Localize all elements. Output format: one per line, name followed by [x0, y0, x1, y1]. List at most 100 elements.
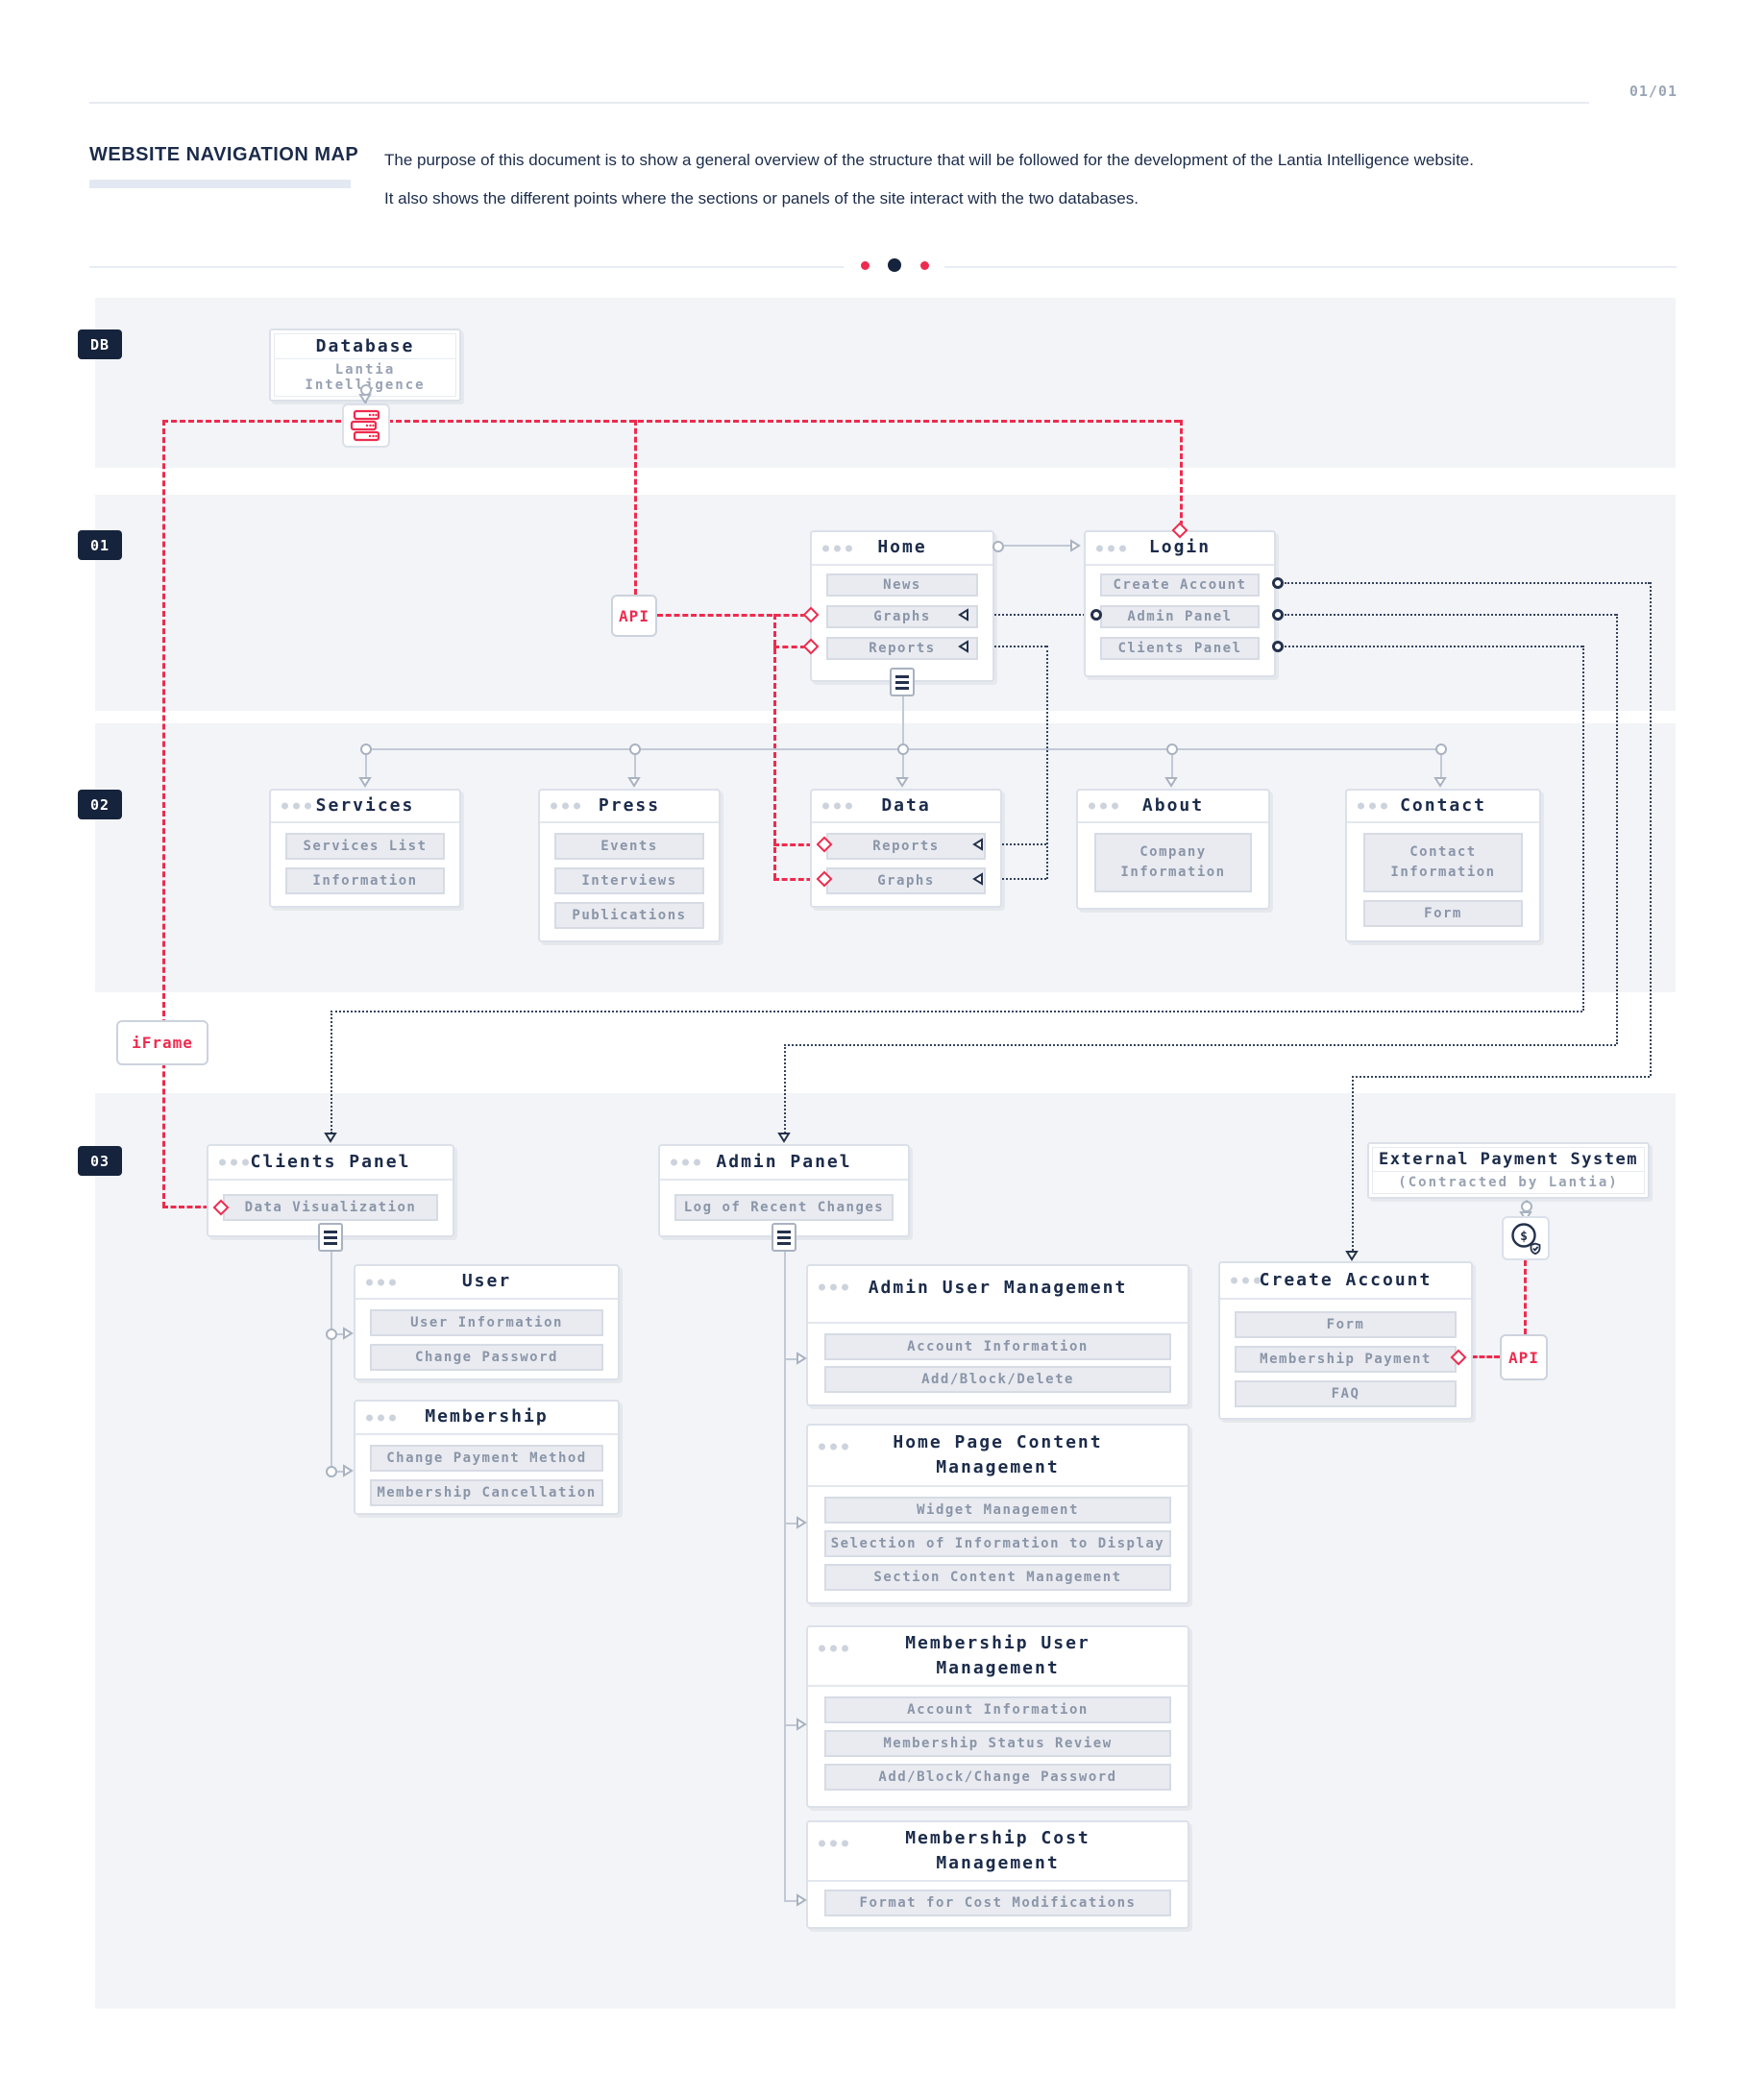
create-account-item-faq: FAQ — [1235, 1380, 1457, 1407]
iframe-dataviz-elbow — [162, 1206, 217, 1208]
createaccount-route-arrow — [1345, 1251, 1359, 1261]
login-title: Login — [1148, 537, 1212, 558]
contact-item-form: Form — [1363, 900, 1523, 927]
window-dots-icon — [671, 1158, 700, 1166]
db-api-tag-vertical — [634, 420, 637, 595]
admin-user-mgmt-panel: Admin User Management Account Informatio… — [806, 1264, 1189, 1406]
window-dots-icon — [366, 1279, 396, 1285]
services-item-list: Services List — [285, 833, 445, 860]
home-menu-icon — [890, 668, 915, 696]
membership-user-mgmt-header: Membership User Management — [808, 1627, 1188, 1687]
membership-user-branch-arrow — [796, 1718, 807, 1731]
data-drop — [902, 748, 904, 781]
page-description-line2: It also shows the different points where… — [384, 189, 1139, 207]
membership-cost-branch — [784, 1900, 801, 1902]
clients-panel: Clients Panel Data Visualization — [207, 1144, 454, 1237]
createaccount-route-h2 — [1352, 1076, 1650, 1078]
window-dots-icon — [822, 545, 852, 551]
database-server-iconbox — [342, 403, 390, 448]
admin-user-branch-arrow — [796, 1352, 807, 1365]
clientspanel-route-h1 — [1285, 646, 1582, 647]
branch-circle-data — [897, 744, 909, 755]
database-title: Database — [274, 333, 456, 359]
data-reports-dotted — [986, 843, 1046, 845]
clients-item-data-visualization: Data Visualization — [223, 1194, 438, 1221]
clientspanel-children-vertical — [331, 1237, 332, 1472]
login-clients-panel-port — [1272, 641, 1284, 652]
press-panel: Press Events Interviews Publications — [538, 789, 721, 942]
create-account-item-form: Form — [1235, 1311, 1457, 1338]
data-reports-arrow — [972, 838, 983, 851]
about-panel: About Company Information — [1076, 789, 1270, 910]
window-dots-icon — [819, 1645, 848, 1652]
home-title: Home — [877, 537, 927, 558]
payment-iconbox: $ — [1502, 1216, 1550, 1260]
home-content-branch-arrow — [796, 1516, 807, 1529]
adminpanel-children-vertical — [784, 1237, 786, 1901]
carousel-dot-red-2 — [920, 261, 929, 270]
login-panel: Login Create Account Admin Panel Clients… — [1084, 530, 1276, 677]
login-admin-panel-left-port — [1090, 609, 1102, 621]
about-header: About — [1078, 791, 1268, 823]
db-login-vertical-line — [1180, 420, 1183, 526]
clients-panel-header: Clients Panel — [208, 1146, 453, 1181]
window-dots-icon — [1096, 545, 1126, 551]
home-login-line — [1004, 545, 1073, 547]
press-drop — [634, 748, 636, 781]
carousel-dot-red-1 — [861, 261, 870, 270]
window-dots-icon — [1089, 802, 1118, 810]
data-panel: Data Reports Graphs — [810, 789, 1002, 908]
adminpanel-route-v2 — [784, 1044, 786, 1134]
graphs-adminpanel-dotted — [968, 614, 1089, 616]
login-item-admin-panel: Admin Panel — [1100, 605, 1260, 628]
payment-api-vertical — [1524, 1260, 1527, 1334]
branch-circle-about — [1166, 744, 1178, 755]
adminpanel-route-arrow — [777, 1133, 791, 1143]
about-drop — [1171, 748, 1173, 781]
membership-item-change-payment: Change Payment Method — [370, 1445, 603, 1472]
row-badge-02: 02 — [78, 790, 122, 819]
press-title: Press — [598, 794, 661, 816]
services-panel: Services Services List Information — [269, 789, 461, 908]
adminpanel-route-v1 — [1616, 614, 1618, 1044]
api-branch-vertical — [773, 614, 776, 879]
admin-panel: Admin Panel Log of Recent Changes — [658, 1144, 910, 1237]
row-badge-db: DB — [78, 329, 122, 359]
services-arrow — [358, 777, 372, 788]
divider-right — [944, 266, 1677, 268]
about-title: About — [1141, 794, 1205, 816]
login-create-account-port — [1272, 577, 1284, 589]
external-payment-subtitle: (Contracted by Lantia) — [1372, 1172, 1645, 1194]
user-item-change-password: Change Password — [370, 1344, 603, 1371]
window-dots-icon — [219, 1158, 249, 1166]
home-item-graphs: Graphs — [826, 605, 978, 628]
contact-drop — [1440, 748, 1442, 781]
contact-item-information: Contact Information — [1363, 833, 1523, 892]
membership-user-item-add-block: Add/Block/Change Password — [824, 1764, 1171, 1791]
createaccount-route-v1 — [1650, 582, 1652, 1076]
home-login-circle — [992, 541, 1004, 552]
home-content-mgmt-header: Home Page Content Management — [808, 1426, 1188, 1487]
window-dots-icon — [1231, 1277, 1261, 1284]
press-item-interviews: Interviews — [554, 867, 704, 894]
page-title-underline — [89, 180, 351, 188]
membership-item-cancellation: Membership Cancellation — [370, 1479, 603, 1506]
createaccount-route-h1 — [1285, 582, 1650, 584]
services-drop — [365, 748, 367, 781]
carousel-dot-active — [888, 258, 901, 272]
home-item-reports: Reports — [826, 637, 978, 660]
db-iframe-vertical-line — [162, 420, 165, 1207]
clients-panel-menu-icon — [318, 1223, 343, 1252]
reports-data-vertical-dotted — [1046, 646, 1048, 879]
membership-title: Membership — [425, 1406, 549, 1427]
row-badge-01: 01 — [78, 530, 122, 560]
admin-panel-menu-icon — [772, 1223, 796, 1252]
user-title: User — [461, 1271, 512, 1292]
window-dots-icon — [822, 802, 852, 810]
user-panel: User User Information Change Password — [354, 1264, 620, 1380]
create-account-title: Create Account — [1259, 1269, 1433, 1290]
membership-cost-mgmt-panel: Membership Cost Management Format for Co… — [806, 1820, 1189, 1929]
home-content-mgmt-title: Home Page Content Management — [893, 1431, 1103, 1477]
database-box: Database Lantia Intelligence — [269, 329, 461, 402]
admin-item-log-changes: Log of Recent Changes — [674, 1194, 894, 1221]
